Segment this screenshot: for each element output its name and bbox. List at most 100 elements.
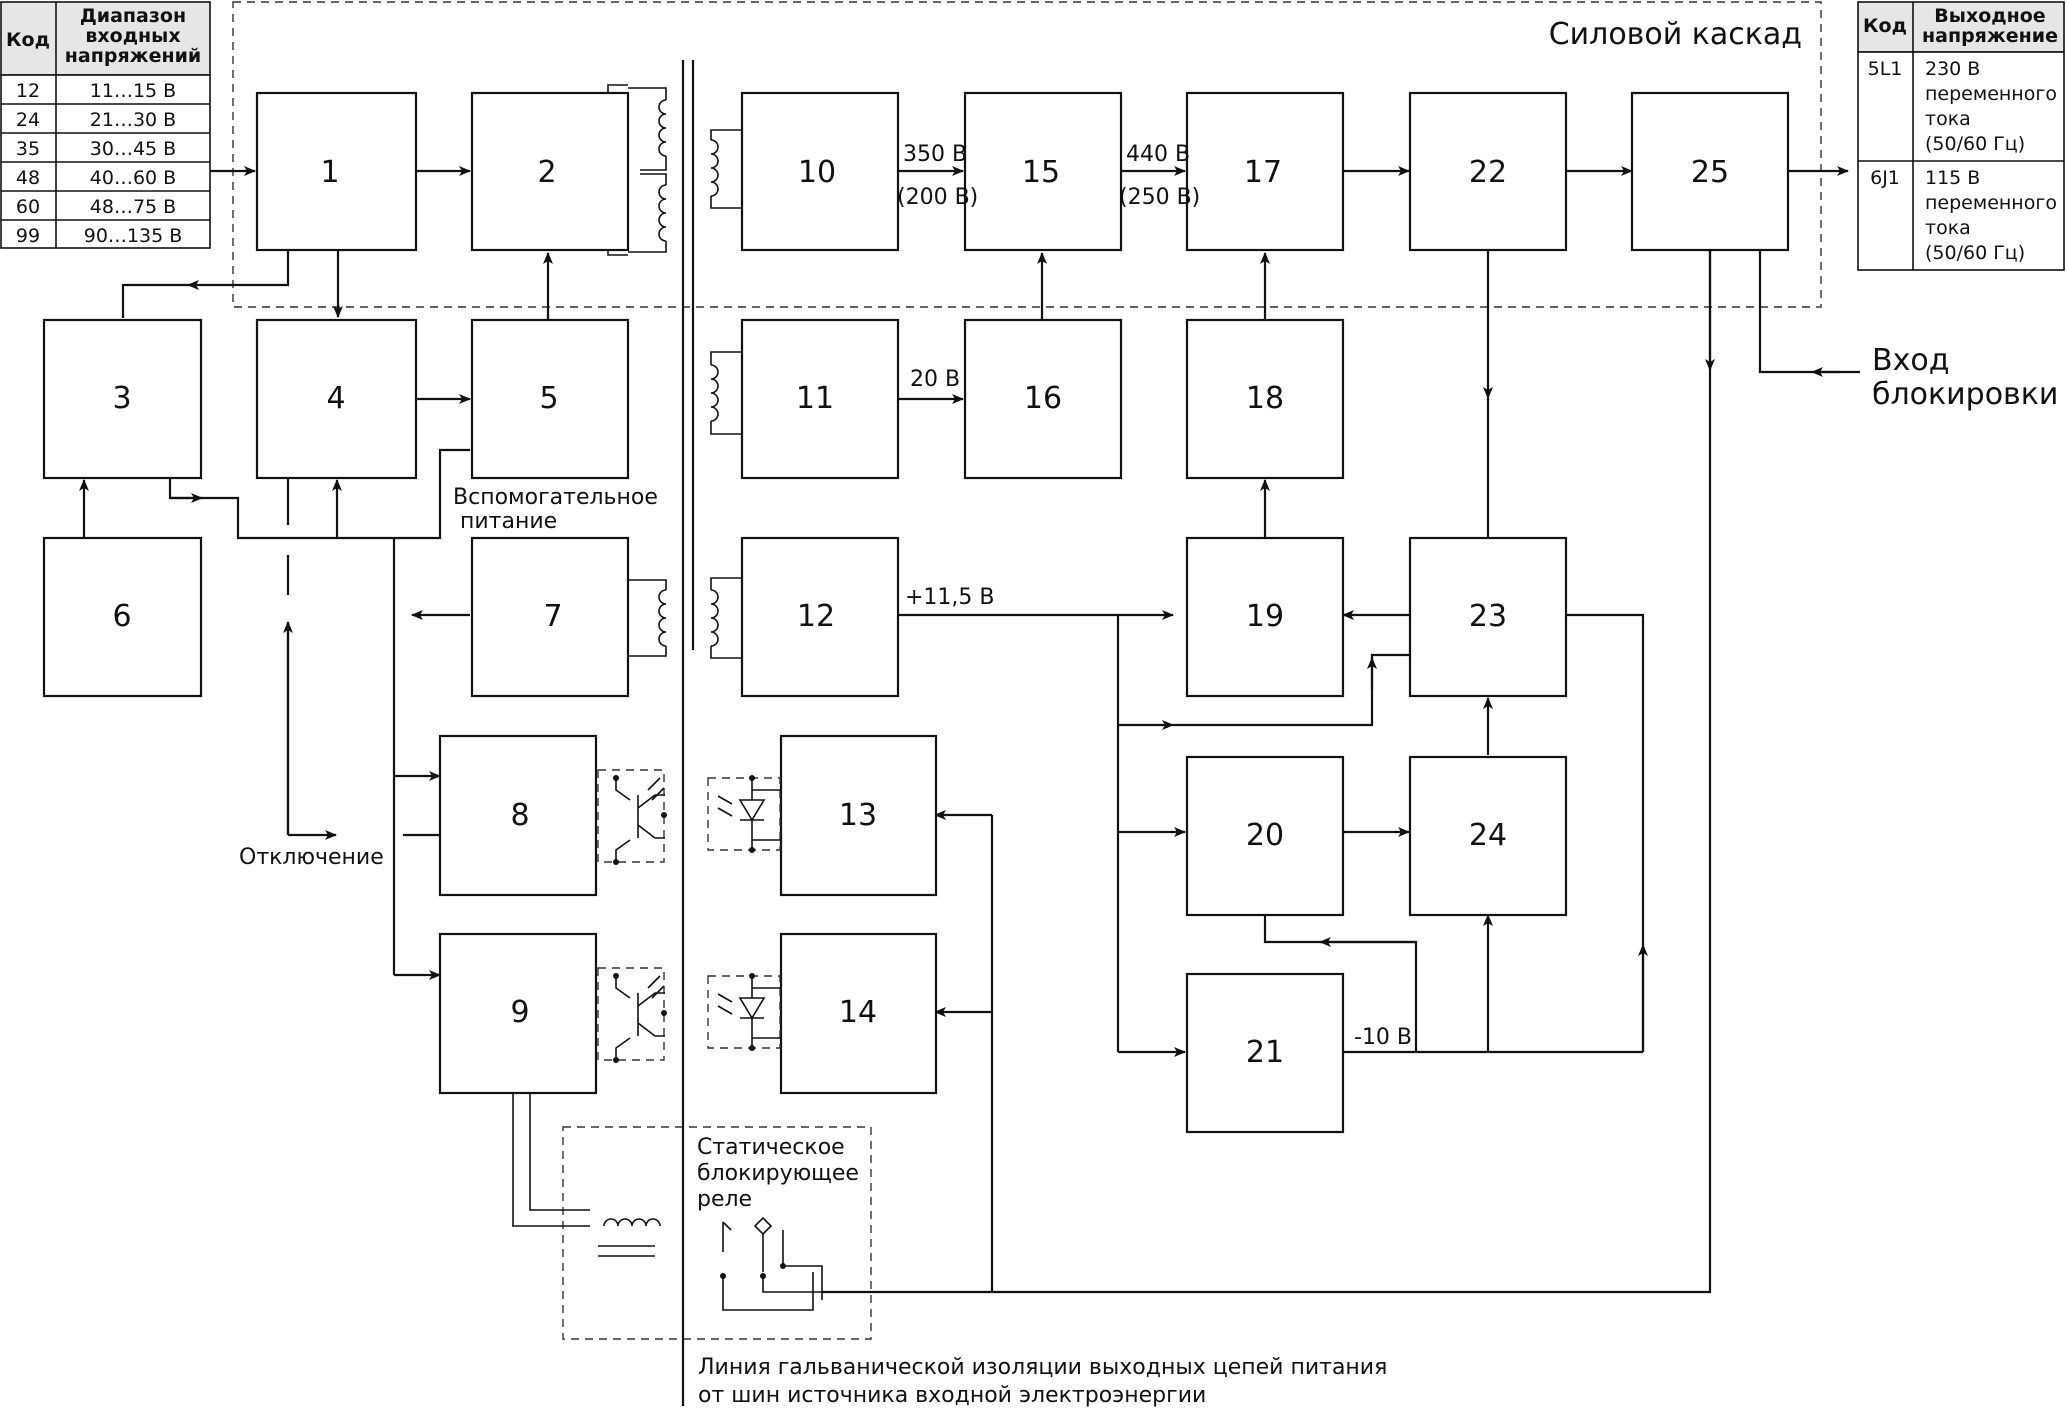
transformer-secondary-winding <box>710 129 743 659</box>
input-table-header-range: входных <box>85 25 180 47</box>
input-table-range: 90…135 В <box>84 225 183 247</box>
aux-power-label: питание <box>460 509 557 534</box>
svg-text:1: 1 <box>320 155 339 190</box>
block-input-label: блокировки <box>1872 377 2058 412</box>
block-2: 2 <box>470 91 630 252</box>
output-table-header-code: Код <box>1863 15 1907 37</box>
block-8: 8 <box>438 734 598 897</box>
input-voltage-table: Код Диапазон входных напряжений 12 11…15… <box>0 1 211 249</box>
power-stage-region <box>232 1 1822 308</box>
block-input-label: Вход <box>1872 343 1949 378</box>
svg-text:7: 7 <box>543 599 562 634</box>
svg-text:24: 24 <box>1469 818 1507 853</box>
block-5: 5 <box>470 318 630 480</box>
input-table-code: 35 <box>16 138 40 160</box>
static-relay-region <box>562 1126 872 1340</box>
input-table-header-range: Диапазон <box>80 5 186 27</box>
svg-text:8: 8 <box>510 798 529 833</box>
block-22: 22 <box>1408 91 1568 252</box>
output-table-voltage: 230 В <box>1925 58 1980 80</box>
block-19: 19 <box>1185 536 1345 698</box>
relay-label: реле <box>697 1187 752 1212</box>
block-6: 6 <box>42 536 203 698</box>
output-table-voltage: (50/60 Гц) <box>1925 133 2025 155</box>
block-18: 18 <box>1185 318 1345 480</box>
voltage-label-minus-10: -10 В <box>1354 1025 1412 1050</box>
input-table-range: 30…45 В <box>90 138 176 160</box>
svg-text:3: 3 <box>112 381 131 416</box>
svg-text:10: 10 <box>798 155 836 190</box>
svg-text:22: 22 <box>1469 155 1507 190</box>
block-13: 13 <box>779 734 938 897</box>
svg-text:18: 18 <box>1246 381 1284 416</box>
block-3: 3 <box>42 318 203 480</box>
optocoupler-led-14 <box>707 973 781 1051</box>
svg-text:17: 17 <box>1244 155 1282 190</box>
voltage-label-200: (200 В) <box>897 185 978 210</box>
relay-contacts <box>720 1216 823 1311</box>
svg-text:23: 23 <box>1469 599 1507 634</box>
output-table-voltage: тока <box>1925 217 1971 239</box>
svg-text:25: 25 <box>1691 155 1729 190</box>
isolation-label: от шин источника входной электроэнергии <box>698 1383 1206 1408</box>
output-table-voltage: (50/60 Гц) <box>1925 242 2025 264</box>
block-4: 4 <box>255 318 418 480</box>
output-table-voltage: тока <box>1925 108 1971 130</box>
output-table-header-voltage: Выходное <box>1934 5 2045 27</box>
optocoupler-transistor-9 <box>597 967 667 1063</box>
block-7: 7 <box>470 536 630 698</box>
voltage-label-350: 350 В <box>903 142 967 167</box>
block-17: 17 <box>1185 91 1345 252</box>
voltage-label-250: (250 В) <box>1119 185 1200 210</box>
output-table-voltage: 115 В <box>1925 167 1980 189</box>
output-table-header-voltage: напряжение <box>1922 25 2058 47</box>
block-24: 24 <box>1408 755 1568 917</box>
svg-text:6: 6 <box>112 599 131 634</box>
optocoupler-transistor-8 <box>597 769 667 865</box>
svg-text:2: 2 <box>537 155 556 190</box>
input-table-code: 24 <box>16 109 40 131</box>
input-table-range: 48…75 В <box>90 196 176 218</box>
svg-text:14: 14 <box>839 995 877 1030</box>
svg-text:16: 16 <box>1024 381 1062 416</box>
svg-text:12: 12 <box>797 599 835 634</box>
input-table-range: 21…30 В <box>90 109 176 131</box>
input-table-header-code: Код <box>6 29 50 51</box>
svg-text:19: 19 <box>1246 599 1284 634</box>
svg-text:5: 5 <box>539 381 558 416</box>
shutdown-label: Отключение <box>239 845 384 870</box>
input-table-code: 48 <box>16 167 40 189</box>
svg-text:13: 13 <box>839 798 877 833</box>
voltage-label-20: 20 В <box>910 367 960 392</box>
voltage-label-11-5: +11,5 В <box>905 585 995 610</box>
block-15: 15 <box>963 91 1123 252</box>
input-table-code: 99 <box>16 225 40 247</box>
block-9: 9 <box>438 932 598 1095</box>
block-11: 11 <box>740 318 900 480</box>
svg-text:9: 9 <box>510 995 529 1030</box>
block-16: 16 <box>963 318 1123 480</box>
block-20: 20 <box>1185 755 1345 917</box>
output-table-voltage: переменного <box>1925 83 2057 105</box>
svg-text:4: 4 <box>326 381 345 416</box>
relay-label: Статическое <box>697 1135 845 1160</box>
input-table-code: 60 <box>16 196 40 218</box>
svg-text:21: 21 <box>1246 1035 1284 1070</box>
block-12: 12 <box>740 536 900 698</box>
block-21: 21 <box>1185 972 1345 1134</box>
relay-coil <box>598 1218 661 1257</box>
block-25: 25 <box>1630 91 1790 252</box>
isolation-label: Линия гальванической изоляции выходных ц… <box>698 1355 1387 1380</box>
relay-label: блокирующее <box>697 1161 859 1186</box>
output-voltage-table: Код Выходное напряжение 5L1 230 В переме… <box>1857 1 2065 271</box>
svg-text:11: 11 <box>796 381 834 416</box>
optocoupler-led-13 <box>707 775 781 853</box>
aux-power-label: Вспомогательное <box>453 485 658 510</box>
input-table-header-range: напряжений <box>65 45 201 67</box>
input-table-code: 12 <box>16 80 40 102</box>
power-stage-label: Силовой каскад <box>1549 17 1802 52</box>
output-table-code: 6J1 <box>1870 167 1900 189</box>
svg-text:15: 15 <box>1022 155 1060 190</box>
voltage-label-440: 440 В <box>1126 142 1190 167</box>
input-table-range: 40…60 В <box>90 167 176 189</box>
